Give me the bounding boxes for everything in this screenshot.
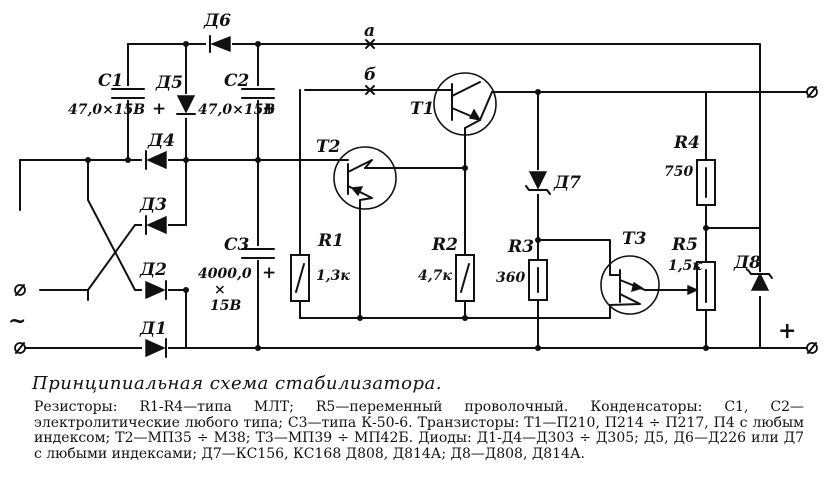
figure-caption: Принципиальная схема стабилизатора. — [32, 373, 442, 394]
value-c3-times: × — [214, 282, 226, 298]
resistor-r1 — [290, 254, 310, 302]
label-point-b: б — [364, 65, 376, 85]
label-d5: Д5 — [155, 73, 183, 93]
transistor-t2 — [333, 146, 397, 210]
label-t2: T2 — [316, 137, 341, 157]
diode-d3 — [142, 215, 168, 235]
value-c3-voltage: 15В — [210, 298, 241, 314]
diode-d2 — [142, 280, 168, 300]
resistor-r3 — [528, 259, 548, 301]
label-d2: Д2 — [139, 260, 167, 280]
label-t3: T3 — [622, 229, 647, 249]
label-d8: Д8 — [733, 253, 761, 273]
resistor-r4 — [696, 159, 716, 206]
diode-d5 — [176, 94, 196, 118]
label-d3: Д3 — [139, 195, 167, 215]
value-c1: 47,0×15В — [68, 102, 145, 118]
capacitor-c2 — [241, 86, 275, 100]
label-d4: Д4 — [147, 131, 175, 151]
diode-d6 — [206, 35, 232, 53]
transistor-t1 — [433, 72, 497, 136]
polarity-c2: + — [262, 99, 276, 119]
capacitor-c1 — [111, 86, 145, 100]
label-t1: T1 — [410, 99, 434, 119]
label-d1: Д1 — [139, 319, 167, 339]
value-r3: 360 — [496, 270, 525, 286]
label-c2: C2 — [224, 71, 250, 91]
label-d7: Д7 — [553, 173, 581, 193]
value-r4: 750 — [664, 164, 693, 180]
ac-symbol: ~ — [8, 308, 26, 334]
zener-d7 — [525, 170, 551, 195]
transistor-t3 — [600, 255, 660, 315]
wires — [19, 43, 811, 349]
diode-d4 — [142, 150, 168, 170]
polarity-c3: + — [262, 263, 276, 283]
capacitor-c3 — [241, 246, 275, 260]
diode-d1 — [142, 338, 168, 358]
label-r2: R2 — [431, 235, 458, 255]
polarity-c1: + — [152, 99, 166, 119]
label-d6: Д6 — [203, 11, 231, 31]
component-labels: C1 47,0×15В + Д5 Д6 C2 47,0×15В + а б Д4… — [8, 11, 796, 344]
resistor-r2 — [455, 254, 475, 302]
value-c3: 4000,0 — [198, 266, 252, 282]
resistor-r5 — [684, 261, 716, 311]
label-r5: R5 — [671, 235, 698, 255]
label-c1: C1 — [98, 71, 123, 91]
value-r1: 1,3к — [316, 268, 350, 284]
label-c3: C3 — [224, 235, 250, 255]
label-r1: R1 — [317, 231, 344, 251]
terminals — [14, 86, 818, 354]
component-notes: Резисторы: R1-R4—типа МЛТ; R5—переменный… — [34, 399, 804, 462]
junctions — [85, 41, 709, 351]
label-r3: R3 — [507, 237, 534, 257]
value-c2: 47,0×15В — [198, 102, 275, 118]
notes-text: Резисторы: R1-R4—типа МЛТ; R5—переменный… — [34, 399, 804, 462]
value-r2: 4,7к — [418, 268, 452, 284]
stabilizer-schematic: C1 47,0×15В + Д5 Д6 C2 47,0×15В + а б Д4… — [8, 11, 818, 358]
output-plus: + — [778, 318, 796, 344]
zener-d8 — [747, 269, 773, 296]
label-point-a: а — [364, 21, 375, 41]
break-points — [365, 39, 375, 95]
value-r5: 1,5к — [668, 258, 702, 274]
label-r4: R4 — [673, 133, 700, 153]
